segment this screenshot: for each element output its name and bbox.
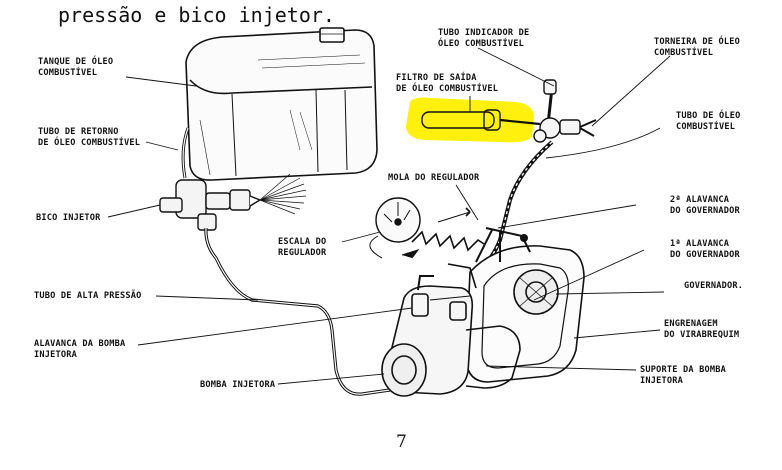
fuel-tap-drawing <box>533 79 597 143</box>
label-bico-injetor: BICO INJETOR <box>36 213 101 223</box>
svg-text:TUBO DE RETORNO: TUBO DE RETORNO <box>38 127 119 137</box>
svg-text:2ª ALAVANCA: 2ª ALAVANCA <box>670 195 730 205</box>
label-tubo-indicador: TUBO INDICADOR DE ÓLEO COMBUSTÍVEL <box>438 28 529 49</box>
label-alavanca2: 2ª ALAVANCA DO GOVERNADOR <box>670 195 740 216</box>
injector-drawing <box>159 179 262 231</box>
svg-text:ESCALA DO: ESCALA DO <box>278 237 326 247</box>
svg-text:ÓLEO COMBUSTÍVEL: ÓLEO COMBUSTÍVEL <box>438 37 524 49</box>
governor-housing-drawing <box>465 245 585 383</box>
label-alavanca1: 1ª ALAVANCA DO GOVERNADOR <box>670 239 740 260</box>
label-escala: ESCALA DO REGULADOR <box>278 237 327 258</box>
svg-text:DO VIRABREQUIM: DO VIRABREQUIM <box>664 330 739 340</box>
svg-text:COMBUSTÍVEL: COMBUSTÍVEL <box>676 120 735 132</box>
regulator-scale-drawing <box>369 197 421 259</box>
highlight-swatch <box>406 97 534 143</box>
svg-text:REGULADOR: REGULADOR <box>278 248 327 258</box>
svg-text:COMBUSTÍVEL: COMBUSTÍVEL <box>38 66 97 78</box>
svg-text:TORNEIRA DE ÓLEO: TORNEIRA DE ÓLEO <box>654 35 740 47</box>
svg-text:BOMBA INJETORA: BOMBA INJETORA <box>200 380 276 390</box>
svg-text:1ª ALAVANCA: 1ª ALAVANCA <box>670 239 730 249</box>
label-governador: GOVERNADOR. <box>684 281 743 291</box>
label-bomba-injetora: BOMBA INJETORA <box>200 380 276 390</box>
svg-text:GOVERNADOR.: GOVERNADOR. <box>684 281 743 291</box>
svg-text:TANQUE DE ÓLEO: TANQUE DE ÓLEO <box>38 55 113 67</box>
label-tubo-oleo: TUBO DE ÓLEO COMBUSTÍVEL <box>676 109 741 132</box>
leader-lines <box>107 47 671 385</box>
svg-text:DO GOVERNADOR: DO GOVERNADOR <box>670 206 740 216</box>
svg-text:ENGRENAGEM: ENGRENAGEM <box>664 319 718 329</box>
outlet-filter-highlight <box>406 97 541 143</box>
label-tubo-retorno: TUBO DE RETORNO DE ÓLEO COMBUSTÍVEL <box>38 127 140 148</box>
pump-bracket <box>465 325 521 389</box>
injection-pump-drawing <box>381 275 474 397</box>
label-engrenagem: ENGRENAGEM DO VIRABREQUIM <box>664 319 739 340</box>
svg-text:BICO INJETOR: BICO INJETOR <box>36 213 101 223</box>
label-filtro: FILTRO DE SAÍDA DE ÓLEO COMBUSTÍVEL <box>396 71 498 94</box>
svg-text:INJETORA: INJETORA <box>34 350 78 360</box>
regulator-spring <box>411 207 485 252</box>
svg-text:DE ÓLEO COMBUSTÍVEL: DE ÓLEO COMBUSTÍVEL <box>38 136 140 148</box>
svg-text:DO GOVERNADOR: DO GOVERNADOR <box>670 250 740 260</box>
label-mola: MOLA DO REGULADOR <box>388 173 480 183</box>
svg-text:TUBO DE ALTA PRESSÃO: TUBO DE ALTA PRESSÃO <box>34 290 141 301</box>
label-suporte: SUPORTE DA BOMBA INJETORA <box>640 365 727 386</box>
label-tubo-alta: TUBO DE ALTA PRESSÃO <box>34 290 141 301</box>
governor-levers-drawing <box>475 227 531 263</box>
label-alavanca-bomba: ALAVANCA DA BOMBA INJETORA <box>34 339 126 360</box>
fuel-spray <box>259 173 307 215</box>
svg-text:TUBO DE ÓLEO: TUBO DE ÓLEO <box>676 109 741 121</box>
label-torneira: TORNEIRA DE ÓLEO COMBUSTÍVEL <box>654 35 740 58</box>
svg-text:COMBUSTÍVEL: COMBUSTÍVEL <box>654 46 713 58</box>
svg-text:TUBO INDICADOR DE: TUBO INDICADOR DE <box>438 28 529 38</box>
svg-text:MOLA DO REGULADOR: MOLA DO REGULADOR <box>388 173 480 183</box>
svg-text:SUPORTE DA BOMBA: SUPORTE DA BOMBA <box>640 365 727 375</box>
fuel-tank-drawing <box>185 27 378 181</box>
svg-text:ALAVANCA DA BOMBA: ALAVANCA DA BOMBA <box>34 339 126 349</box>
page-number: 7 <box>396 432 407 452</box>
svg-text:INJETORA: INJETORA <box>640 376 684 386</box>
svg-text:DE ÓLEO COMBUSTÍVEL: DE ÓLEO COMBUSTÍVEL <box>396 82 498 94</box>
label-tanque: TANQUE DE ÓLEO COMBUSTÍVEL <box>38 55 113 78</box>
header-text: pressão e bico injetor. <box>58 3 335 27</box>
svg-text:FILTRO DE SAÍDA: FILTRO DE SAÍDA <box>396 71 477 83</box>
